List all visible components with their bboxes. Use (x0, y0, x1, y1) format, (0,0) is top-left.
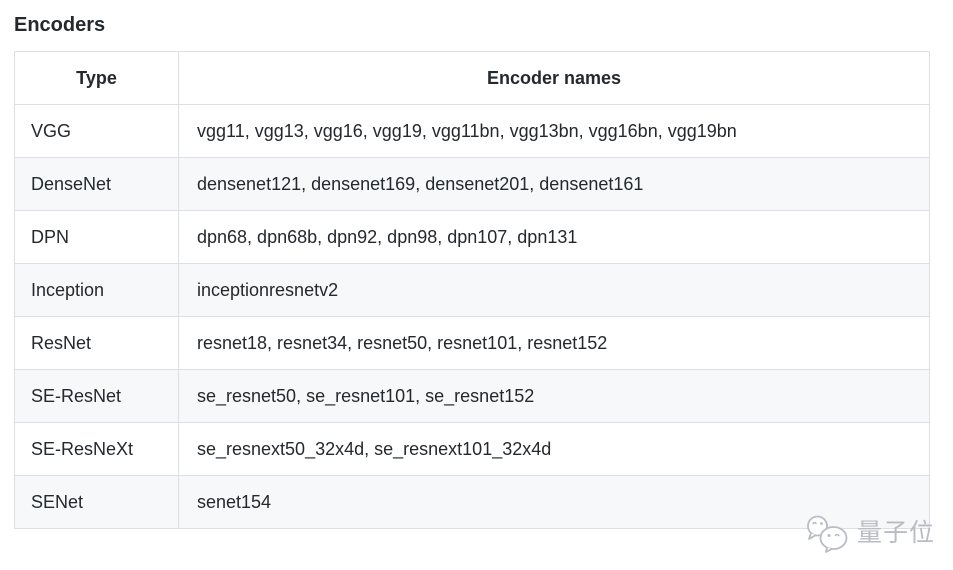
encoder-type-cell: SE-ResNet (14, 369, 179, 423)
encoder-type-cell: DenseNet (14, 157, 179, 211)
encoder-type-cell: DPN (14, 210, 179, 264)
encoder-names-cell: vgg11, vgg13, vgg16, vgg19, vgg11bn, vgg… (178, 104, 930, 158)
encoder-names-cell: resnet18, resnet34, resnet50, resnet101,… (178, 316, 930, 370)
column-header-type: Type (14, 51, 179, 105)
encoder-type-cell: VGG (14, 104, 179, 158)
table-header-row: Type Encoder names (14, 51, 930, 105)
encoder-names-cell: dpn68, dpn68b, dpn92, dpn98, dpn107, dpn… (178, 210, 930, 264)
encoder-names-cell: se_resnext50_32x4d, se_resnext101_32x4d (178, 422, 930, 476)
encoder-names-cell: senet154 (178, 475, 930, 529)
encoder-type-cell: SENet (14, 475, 179, 529)
encoder-type-cell: ResNet (14, 316, 179, 370)
encoder-names-cell: densenet121, densenet169, densenet201, d… (178, 157, 930, 211)
table-header: Type Encoder names (14, 51, 930, 105)
encoder-type-cell: SE-ResNeXt (14, 422, 179, 476)
encoder-names-cell: inceptionresnetv2 (178, 263, 930, 317)
encoder-names-cell: se_resnet50, se_resnet101, se_resnet152 (178, 369, 930, 423)
encoder-type-cell: Inception (14, 263, 179, 317)
column-header-encoder-names: Encoder names (178, 51, 930, 105)
page-title: Encoders (14, 14, 106, 36)
